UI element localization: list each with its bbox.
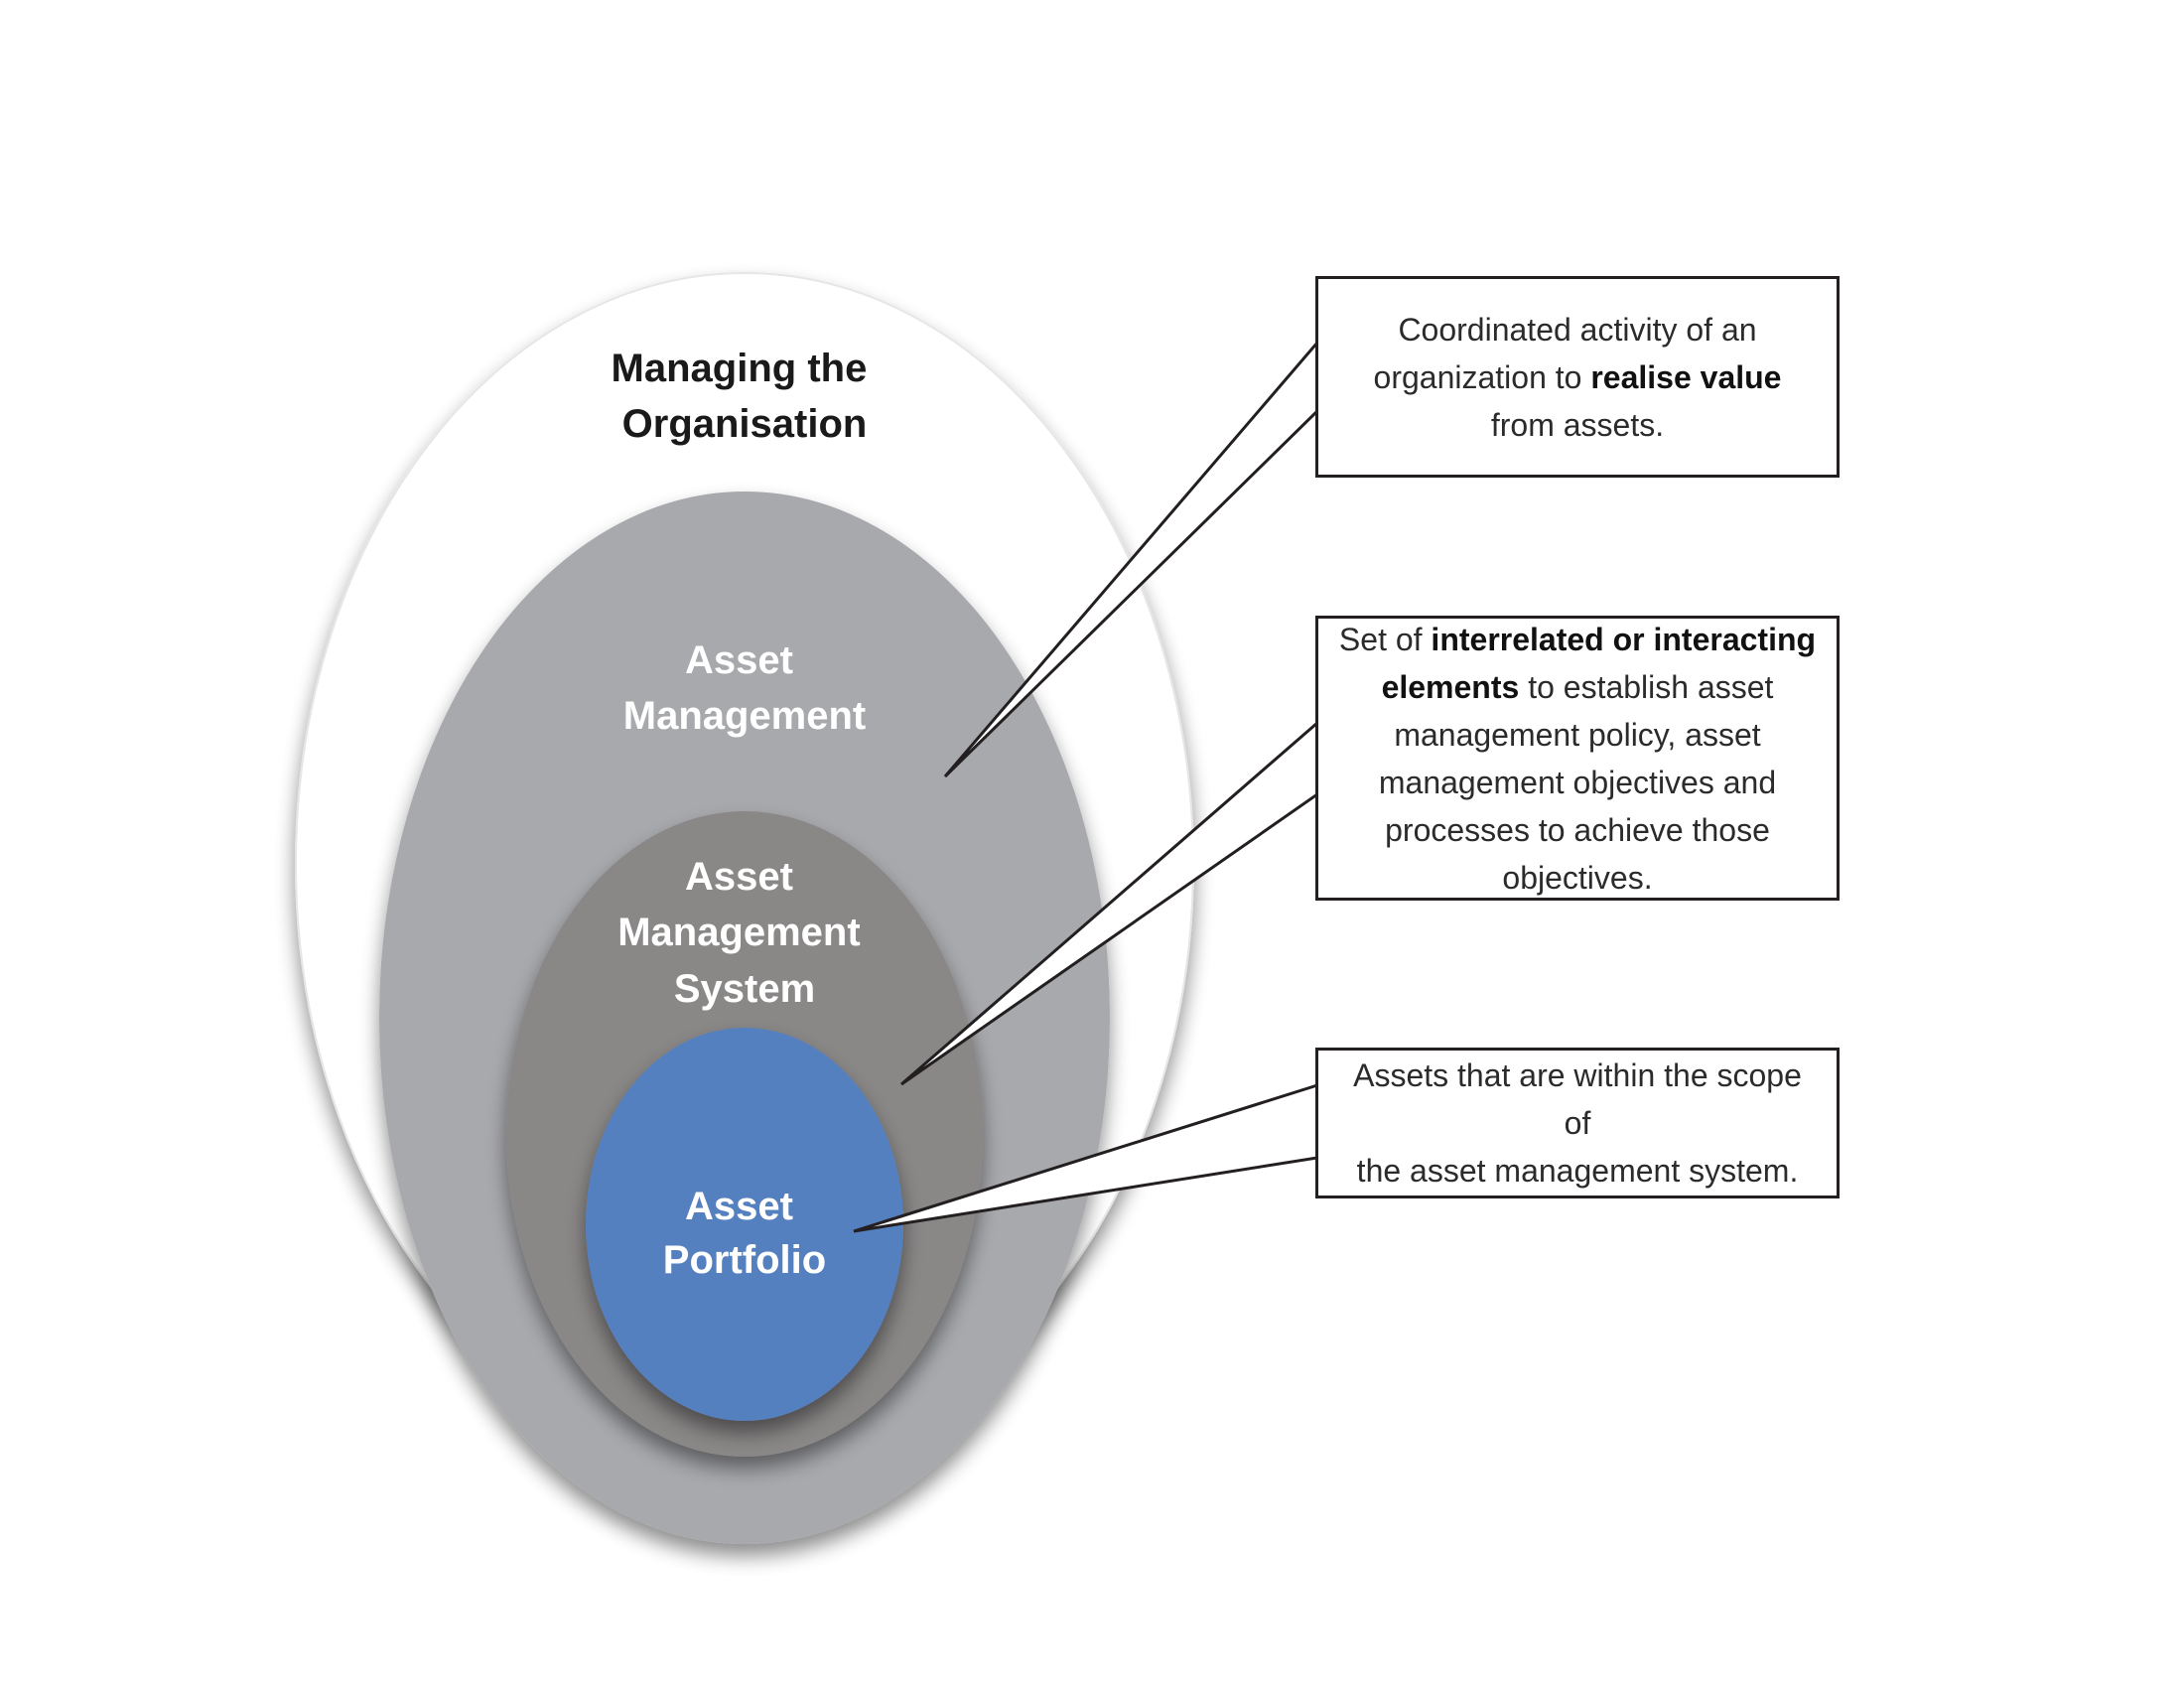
callout-text-run: Coordinated activity of an: [1398, 311, 1757, 348]
callout-asset-management-system-text: Set of interrelated or interacting elemen…: [1338, 616, 1817, 902]
callout-asset-management-system: Set of interrelated or interacting elemen…: [1315, 616, 1840, 901]
callout-text-run: to establish asset: [1519, 668, 1774, 705]
callout-asset-management-text: Coordinated activity of an organization t…: [1374, 306, 1782, 449]
callout-asset-management: Coordinated activity of an organization t…: [1315, 276, 1840, 478]
managing-organisation-label: Managing the Organisation: [612, 347, 879, 446]
callout-text-run: management policy, asset: [1394, 716, 1761, 753]
callout-text-run: the asset management system.: [1356, 1153, 1799, 1189]
callout-text-run: Assets that are within the scope of: [1353, 1057, 1802, 1141]
callout-asset-portfolio-text: Assets that are within the scope of the a…: [1338, 1052, 1817, 1195]
callout-asset-portfolio: Assets that are within the scope of the a…: [1315, 1048, 1840, 1198]
callout-text-run: organization to: [1373, 358, 1591, 395]
callout-text-run: management objectives and: [1378, 764, 1777, 800]
callout-text-run: elements: [1381, 668, 1520, 705]
asset-management-system-label: Asset Management System: [617, 855, 872, 1011]
asset-management-label: Asset Management: [623, 638, 867, 738]
callout-text-run: realise value: [1590, 358, 1782, 395]
callout-text-run: Set of: [1338, 621, 1432, 657]
callout-text-run: from assets.: [1490, 406, 1665, 443]
asset-portfolio-label: Asset Portfolio: [663, 1185, 826, 1282]
asset-portfolio-ellipse: [586, 1028, 903, 1421]
callout-text-run: processes to achieve those objectives.: [1385, 811, 1770, 896]
callout-text-run: interrelated or interacting: [1431, 621, 1817, 657]
